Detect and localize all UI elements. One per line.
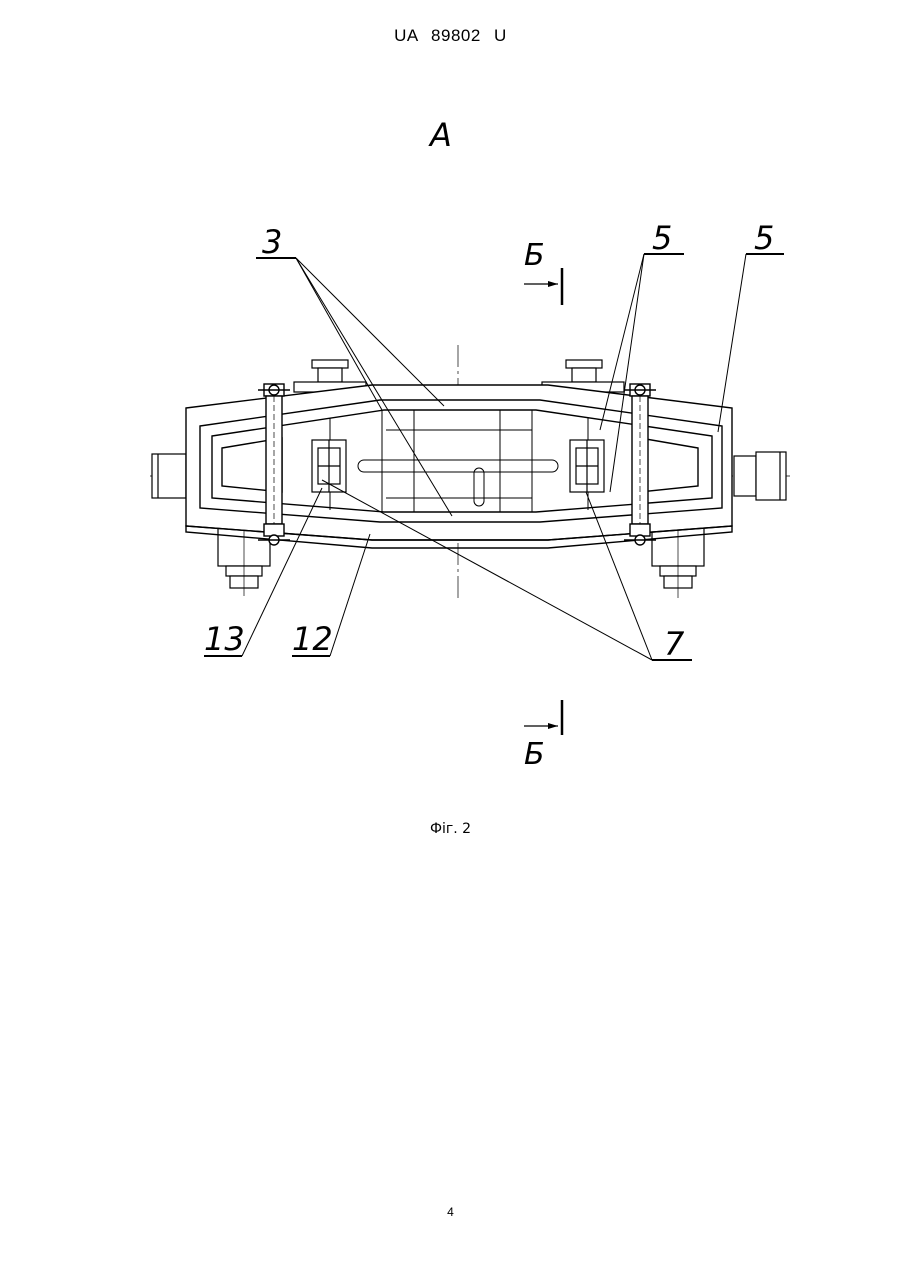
callout-7: 7 [664,625,685,663]
figure-caption: Фіг. 2 [0,821,901,837]
view-label: A [428,116,452,154]
callout-3: 3 [262,223,282,261]
left-shaft-end [152,454,186,498]
section-label-bottom: Б [524,737,545,772]
page-number: 4 [0,1205,901,1219]
right-clamp-block [570,440,604,492]
right-shaft-end [734,452,786,500]
section-mark-bottom [524,700,562,735]
callout-12: 12 [292,620,333,658]
section-mark-top [524,268,562,305]
callout-5-right: 5 [754,219,774,257]
callout-5-left: 5 [652,219,672,257]
callout-13: 13 [204,620,245,658]
section-label-top: Б [524,238,545,273]
